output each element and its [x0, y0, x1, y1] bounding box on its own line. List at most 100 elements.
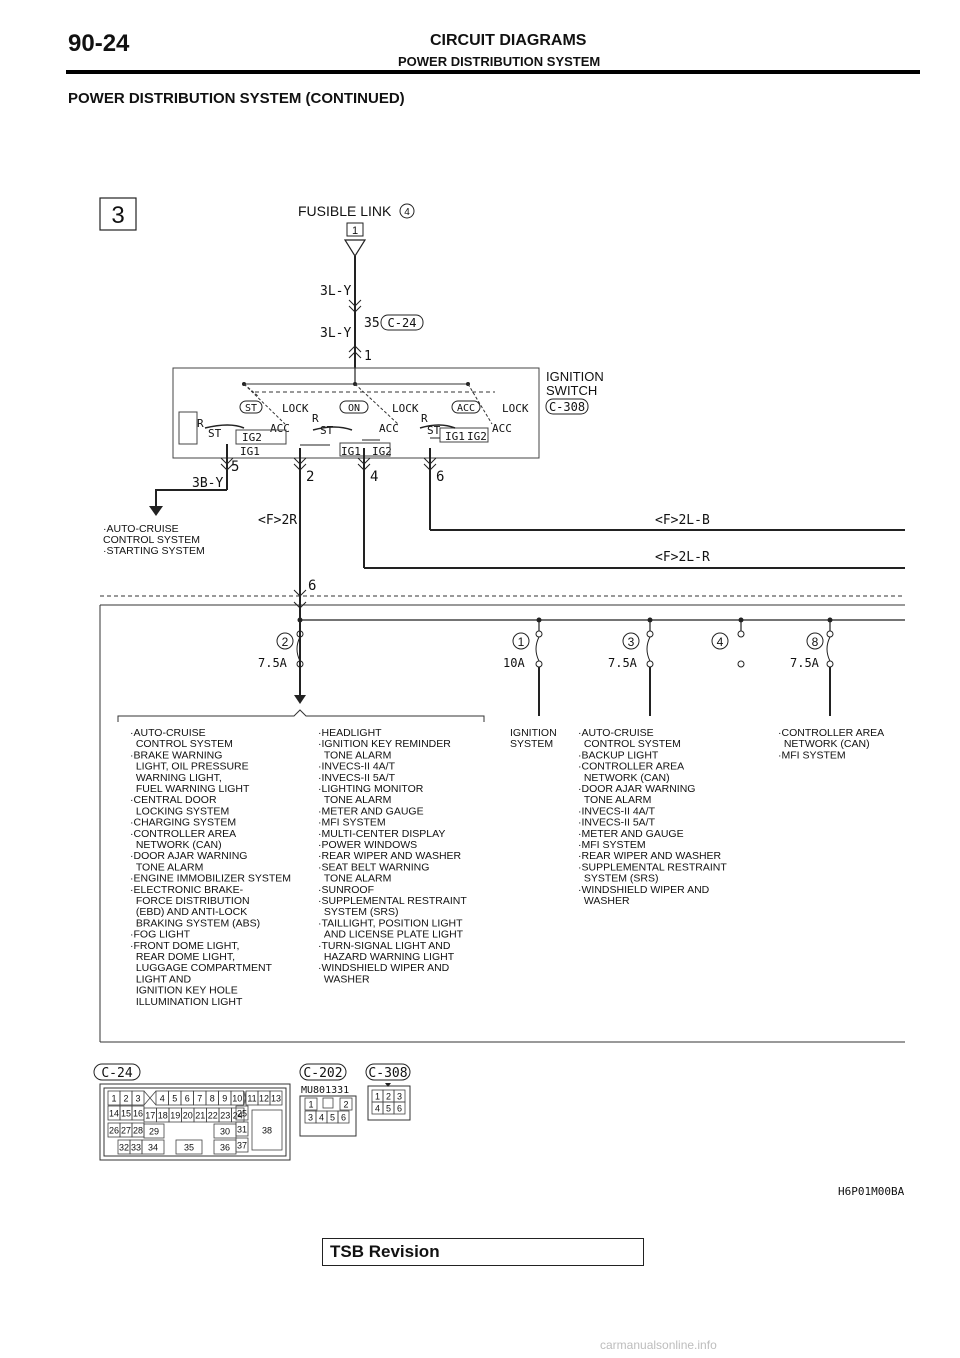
destination-line: ·WINDSHIELD WIPER AND: [578, 884, 710, 896]
destination-line: ·MFI SYSTEM: [318, 817, 386, 829]
destination-line: TONE ALARM: [318, 749, 391, 761]
c24-connector-ref: C-24: [388, 316, 417, 330]
destination-line: ·ENGINE IMMOBILIZER SYSTEM: [130, 873, 291, 885]
destination-line: ·INVECS-II 4A/T: [318, 761, 396, 773]
destination-line: ·IGNITION KEY REMINDER: [318, 738, 451, 750]
destination-line: TONE ALARM: [318, 794, 391, 806]
destination-line: ·HEADLIGHT: [318, 727, 382, 739]
destination-line: REAR DOME LIGHT,: [130, 951, 235, 963]
svg-text:IG1: IG1: [341, 445, 361, 458]
connector-pin: 23: [220, 1111, 230, 1121]
fusible-link-symbol: [343, 239, 367, 258]
svg-text:IG2: IG2: [242, 431, 262, 444]
connector-pin: 20: [183, 1111, 193, 1121]
destination-line: (EBD) AND ANTI-LOCK: [130, 906, 247, 918]
switch-lock-1: LOCK: [282, 402, 309, 415]
connector-view-c308-label: C-308: [368, 1066, 407, 1081]
fuse-2: 2 7.5A: [258, 620, 306, 704]
footer-box: [322, 1238, 644, 1266]
fuse3-destinations: ·AUTO-CRUISE CONTROL SYSTEM·BACKUP LIGHT…: [578, 727, 727, 907]
connector-pin: 7: [197, 1094, 202, 1104]
connector-pin: 13: [271, 1094, 281, 1104]
svg-text:ST: ST: [427, 424, 441, 437]
destination-line: HAZARD WARNING LIGHT: [318, 951, 455, 963]
destination-line: LOCKING SYSTEM: [130, 805, 229, 817]
header-rule: [66, 70, 920, 74]
fuse-4: 4: [711, 620, 745, 668]
destination-line: ·SUPPLEMENTAL RESTRAINT: [578, 861, 727, 873]
connector-view-c24-label: C-24: [101, 1066, 132, 1081]
destination-line: ·POWER WINDOWS: [318, 839, 417, 851]
connector-pin: 38: [262, 1126, 272, 1136]
connector-pin: 12: [259, 1094, 269, 1104]
connector-pin: 36: [220, 1143, 230, 1153]
destination-line: NETWORK (CAN): [578, 772, 670, 784]
destination-line: ·ELECTRONIC BRAKE-: [130, 884, 244, 896]
fuse-1: 1 10A: [503, 620, 543, 716]
connector-pin: 34: [148, 1143, 158, 1153]
ignition-switch-label-2: SWITCH: [546, 383, 597, 398]
wire-label-starter: 3B-Y: [192, 476, 223, 491]
connector-pin: 31: [237, 1125, 247, 1135]
svg-text:R: R: [312, 412, 319, 425]
header-title: CIRCUIT DIAGRAMS: [430, 32, 587, 49]
svg-text:ACC: ACC: [492, 422, 512, 435]
connector-pin: 1: [308, 1100, 313, 1110]
svg-text:ST: ST: [208, 427, 222, 440]
svg-text:1: 1: [518, 635, 525, 649]
connector-pin: 30: [220, 1127, 230, 1137]
continuation-marker-box: [99, 197, 137, 231]
connector-pin: 10: [232, 1094, 242, 1104]
connector-pin: 1: [111, 1094, 116, 1104]
destination-line: FORCE DISTRIBUTION: [130, 895, 250, 907]
switch-lock-3: LOCK: [502, 402, 529, 415]
destination-line: ·MFI SYSTEM: [778, 749, 846, 761]
svg-text:·STARTING SYSTEM: ·STARTING SYSTEM: [103, 545, 205, 557]
connector-pin: 4: [319, 1113, 324, 1123]
svg-text:IG1: IG1: [445, 430, 465, 443]
connector-pin: 17: [145, 1111, 155, 1121]
connector-pin: 14: [109, 1109, 119, 1119]
destination-line: IGNITION: [510, 727, 557, 739]
connector-pin: 29: [149, 1127, 159, 1137]
destination-line: ·CENTRAL DOOR: [130, 794, 217, 806]
connector-pin: 37: [237, 1141, 247, 1151]
destination-line: ·SEAT BELT WARNING: [318, 861, 429, 873]
connector-pin: 26: [109, 1126, 119, 1136]
destination-line: ·INVECS-II 4A/T: [578, 805, 656, 817]
wire-label-f2lb: <F>2L-B: [655, 513, 710, 528]
fuse2-destinations-col2: ·HEADLIGHT·IGNITION KEY REMINDER TONE AL…: [318, 727, 467, 985]
destination-line: SYSTEM (SRS): [578, 873, 659, 885]
destination-line: AND LICENSE PLATE LIGHT: [318, 929, 464, 941]
destination-line: BRAKING SYSTEM (ABS): [130, 917, 260, 929]
c24-pin-number: 35: [364, 316, 380, 331]
destination-line: ·TAILLIGHT, POSITION LIGHT: [318, 917, 463, 929]
destination-line: LIGHT AND: [130, 973, 191, 985]
connector-pin: 6: [341, 1113, 346, 1123]
tsb-revision: TSB Revision: [330, 1242, 440, 1261]
connector-pin: 11: [247, 1094, 256, 1104]
destination-line: CONTROL SYSTEM: [578, 738, 681, 750]
connector-pin: 5: [386, 1104, 391, 1114]
destination-line: ·WINDSHIELD WIPER AND: [318, 962, 450, 974]
destination-line: ·CHARGING SYSTEM: [130, 817, 236, 829]
switch-lock-2: LOCK: [392, 402, 419, 415]
svg-text:·AUTO-CRUISE: ·AUTO-CRUISE: [103, 523, 179, 535]
connector-pin: 27: [121, 1126, 131, 1136]
connector-pin: 9: [222, 1094, 227, 1104]
connector-pin: 2: [123, 1094, 128, 1104]
connector-pin: 33: [131, 1143, 141, 1153]
destination-line: ·METER AND GAUGE: [318, 805, 424, 817]
destination-line: ·INVECS-II 5A/T: [578, 817, 656, 829]
connector-pin: 4: [160, 1094, 165, 1104]
connector-pin: 3: [135, 1094, 140, 1104]
destination-line: ·MFI SYSTEM: [578, 839, 646, 851]
connector-pin: 28: [133, 1126, 143, 1136]
svg-text:ST: ST: [320, 424, 334, 437]
destination-line: TONE ALARM: [318, 873, 391, 885]
figure-code: H6P01M00BA: [838, 1185, 905, 1198]
